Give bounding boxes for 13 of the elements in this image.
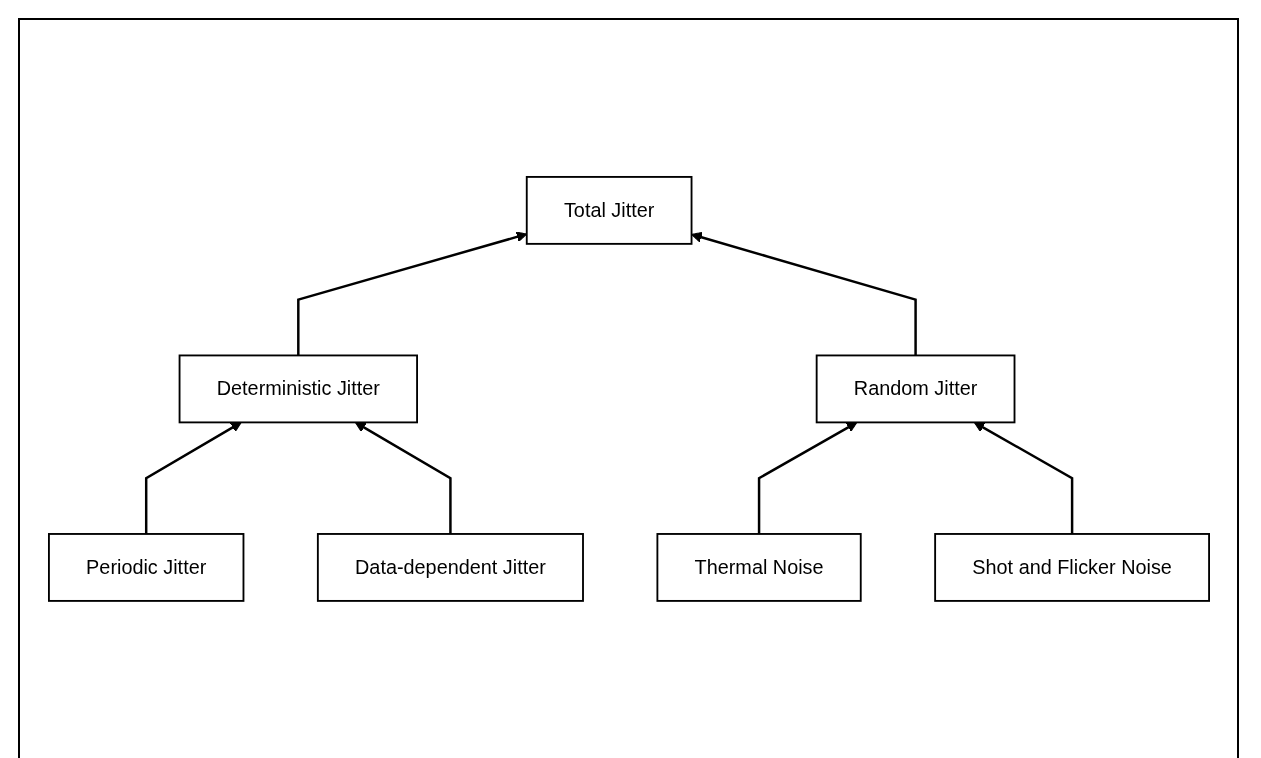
arrow bbox=[757, 421, 857, 535]
arrow bbox=[354, 421, 452, 535]
arrow bbox=[296, 231, 527, 356]
arrow bbox=[144, 421, 242, 535]
node-box bbox=[933, 533, 1210, 602]
node-box bbox=[178, 354, 418, 424]
node-box bbox=[525, 176, 692, 245]
node-box bbox=[47, 533, 244, 602]
diagram-frame: Total Jitter Deterministic Jitter Random Jitter Periodic Jitter Data-dependent Jitter Thermal Noise Shot and Flicker Noise bbox=[18, 18, 1239, 758]
node-box bbox=[316, 533, 584, 602]
node-box bbox=[815, 354, 1015, 424]
arrow bbox=[973, 421, 1073, 535]
node-box bbox=[655, 533, 862, 602]
